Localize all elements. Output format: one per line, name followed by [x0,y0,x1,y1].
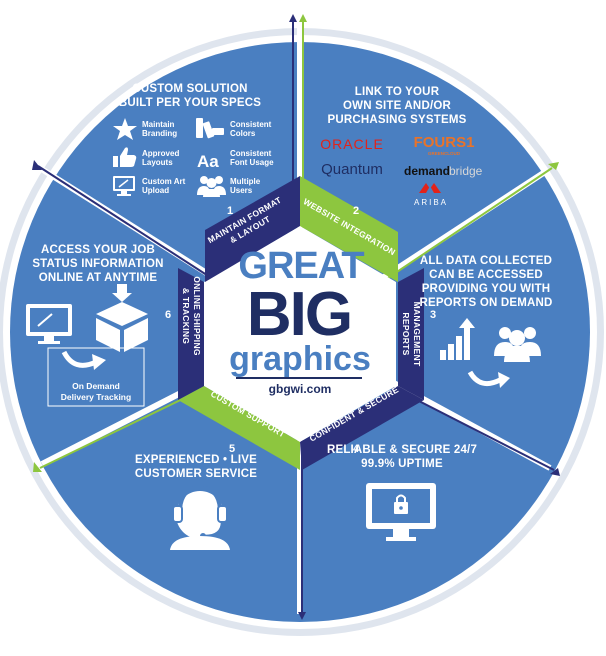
section-1-heading-line1: CUSTOM SOLUTION [132,83,247,95]
font-icon: Aa [197,152,219,171]
feature-branding-line1: Maintain [142,120,175,129]
star-icon [113,118,137,140]
feature-branding-line2: Branding [142,129,177,138]
section-5-heading-line2: CUSTOMER SERVICE [135,468,257,480]
band-3-line2: REPORTS [401,312,411,355]
headset-support-icon [170,485,230,550]
feature-layouts-line1: Approved [142,149,179,158]
section-3-number: 3 [430,309,436,321]
section-6-heading-line2: STATUS INFORMATION [32,258,163,270]
thumbs-up-icon [113,147,137,167]
band-6-line2: & TRACKING [181,288,191,344]
feature-font-line2: Font Usage [230,158,274,167]
section-5: EXPERIENCED • LIVE CUSTOMER SERVICE [135,454,257,550]
band-ribbons [178,176,424,470]
section-6-heading-line1: ACCESS YOUR JOB [41,244,155,256]
feature-colors-line1: Consistent [230,120,272,129]
ariba-logo: ARIBA [414,198,448,207]
section-3-heading-line1: ALL DATA COLLECTED [420,255,552,267]
section-6: ACCESS YOUR JOB STATUS INFORMATION ONLIN… [26,244,163,407]
down-arrow-icon [112,284,132,302]
section-6-caption-line1: On Demand [72,381,120,391]
feature-art-line2: Upload [142,186,169,195]
logo-underline [236,377,362,379]
palette-icon [196,118,224,139]
section-2: LINK TO YOUR OWN SITE AND/OR PURCHASING … [310,86,483,207]
logo-great: GREAT [238,245,364,287]
section-6-heading-line3: ONLINE AT ANYTIME [39,272,158,284]
section-2-heading-line1: LINK TO YOUR [355,86,440,98]
band-3-line1: MANAGEMENT [412,302,422,367]
feature-layouts-line2: Layouts [142,158,173,167]
bar-chart-icon [440,318,475,360]
quantum-logo: Quantum [321,161,383,178]
arrow-head [498,372,510,388]
feature-font-line1: Consistent [230,149,272,158]
demandbridge-logo-a: demand [404,164,450,178]
section-4-heading-line1: RELIABLE & SECURE 24/7 [327,444,477,456]
ariba-icon [419,183,441,193]
band-6-line1: ONLINE SHIPPING [192,276,202,356]
band-label-3: MANAGEMENT REPORTS [401,302,422,367]
section-1-number: 1 [227,205,233,217]
section-6-number: 6 [165,309,171,321]
section-2-number: 2 [353,205,359,217]
section-5-number: 5 [229,443,235,455]
section-6-caption-line2: Delivery Tracking [61,392,131,402]
section-4-heading-line2: 99.9% UPTIME [361,458,443,470]
logo: GREAT BIG graphics gbgwi.com [229,245,371,396]
logo-url: gbgwi.com [269,382,332,396]
foursi-sub: GREENCLOUD [428,151,461,156]
foursi-logo: FOURS1 [414,134,475,151]
oracle-tile [310,132,396,154]
secure-monitor-icon [366,483,436,541]
section-1: CUSTOM SOLUTION BUILT PER YOUR SPECS Mai… [113,83,274,197]
section-5-heading-line1: EXPERIENCED • LIVE [135,454,257,466]
users-icon [197,176,226,197]
spoke-tips [32,14,560,620]
section-4: RELIABLE & SECURE 24/7 99.9% UPTIME [327,444,477,541]
section-1-heading-line2: BUILT PER YOUR SPECS [119,97,261,109]
curved-arrow-icon-left [61,350,98,368]
band-label-6: ONLINE SHIPPING & TRACKING [181,276,202,356]
box-icon [96,302,148,352]
section-2-heading-line3: PURCHASING SYSTEMS [327,114,466,126]
section-3-heading-line2: CAN BE ACCESSED [429,269,543,281]
logo-graphics: graphics [229,340,371,378]
oracle-logo: ORACLE [320,136,384,152]
curved-arrow-icon [467,370,502,387]
monitor-upload-icon [113,176,135,196]
center-hexagon [204,226,396,442]
feature-colors-line2: Colors [230,129,256,138]
demandbridge-logo-b: bridge [449,164,483,178]
feature-users-line1: Multiple [230,177,261,186]
arrow-head-left [92,354,106,370]
section-2-heading-line2: OWN SITE AND/OR [343,100,451,112]
tracking-monitor-icon [26,304,72,344]
users-group-icon [494,327,541,362]
logo-big: BIG [247,280,351,349]
section-3: ALL DATA COLLECTED CAN BE ACCESSED PROVI… [419,255,552,388]
section-3-heading-line4: REPORTS ON DEMAND [419,297,552,309]
feature-art-line1: Custom Art [142,177,186,186]
section-4-number: 4 [353,443,360,455]
section-3-heading-line3: PROVIDING YOU WITH [422,283,551,295]
feature-users-line2: Users [230,186,253,195]
tracking-caption-frame [47,347,145,407]
